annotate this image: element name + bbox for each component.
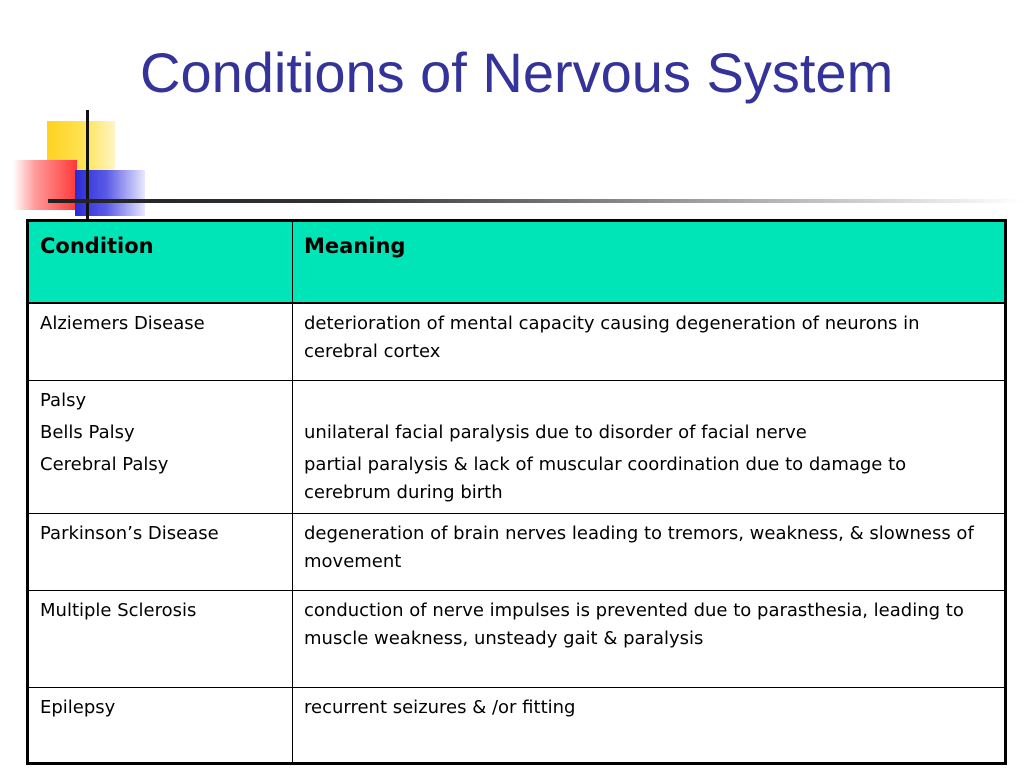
- decorative-ornament: [0, 0, 1024, 230]
- condition-cell: Parkinson’s Disease: [27, 513, 293, 591]
- condition-name: Multiple Sclerosis: [40, 600, 197, 621]
- meaning-cell: unilateral facial paralysis due to disor…: [292, 380, 1006, 514]
- slide-title: Conditions of Nervous System: [140, 41, 894, 104]
- meaning-text: degeneration of brain nerves leading to …: [304, 523, 974, 572]
- condition-name: Bells Palsy: [40, 422, 135, 443]
- table-row: Multiple Sclerosis conduction of nerve i…: [27, 590, 1006, 688]
- table-row: Epilepsy recurrent seizures & /or fittin…: [27, 687, 1006, 764]
- meaning-text: deterioration of mental capacity causing…: [304, 313, 920, 362]
- conditions-table: Condition Meaning Alziemers Disease dete…: [26, 219, 1007, 765]
- condition-name: Cerebral Palsy: [40, 454, 169, 475]
- table-row: Palsy Bells Palsy Cerebral Palsy unilate…: [27, 380, 1006, 514]
- red-square-decoration: [13, 160, 77, 210]
- header-condition: Condition: [27, 220, 293, 304]
- blue-square-decoration: [75, 170, 145, 216]
- conditions-table-container: Condition Meaning Alziemers Disease dete…: [26, 219, 1007, 765]
- meaning-text: unilateral facial paralysis due to disor…: [304, 422, 807, 443]
- condition-cell: Multiple Sclerosis: [27, 590, 293, 688]
- meaning-cell: deterioration of mental capacity causing…: [292, 302, 1006, 381]
- condition-name: Alziemers Disease: [40, 313, 205, 334]
- meaning-text: recurrent seizures & /or fitting: [304, 697, 576, 718]
- vertical-rule-decoration: [86, 110, 89, 222]
- table-row: Alziemers Disease deterioration of menta…: [27, 302, 1006, 381]
- table-row: Parkinson’s Disease degeneration of brai…: [27, 513, 1006, 591]
- condition-name: Parkinson’s Disease: [40, 523, 219, 544]
- condition-cell: Alziemers Disease: [27, 302, 293, 381]
- table-header-row: Condition Meaning: [27, 220, 1006, 304]
- horizontal-rule-decoration: [48, 199, 1024, 203]
- condition-cell: Epilepsy: [27, 687, 293, 764]
- meaning-cell: recurrent seizures & /or fitting: [292, 687, 1006, 764]
- condition-name: Epilepsy: [40, 697, 116, 718]
- meaning-text: conduction of nerve impulses is prevente…: [304, 600, 964, 649]
- meaning-cell: degeneration of brain nerves leading to …: [292, 513, 1006, 591]
- condition-name: Palsy: [40, 390, 87, 411]
- meaning-cell: conduction of nerve impulses is prevente…: [292, 590, 1006, 688]
- meaning-text: partial paralysis & lack of muscular coo…: [304, 454, 907, 503]
- condition-cell: Palsy Bells Palsy Cerebral Palsy: [27, 380, 293, 514]
- yellow-square-decoration: [47, 121, 115, 183]
- meaning-text: [304, 387, 994, 415]
- header-meaning: Meaning: [292, 220, 1006, 304]
